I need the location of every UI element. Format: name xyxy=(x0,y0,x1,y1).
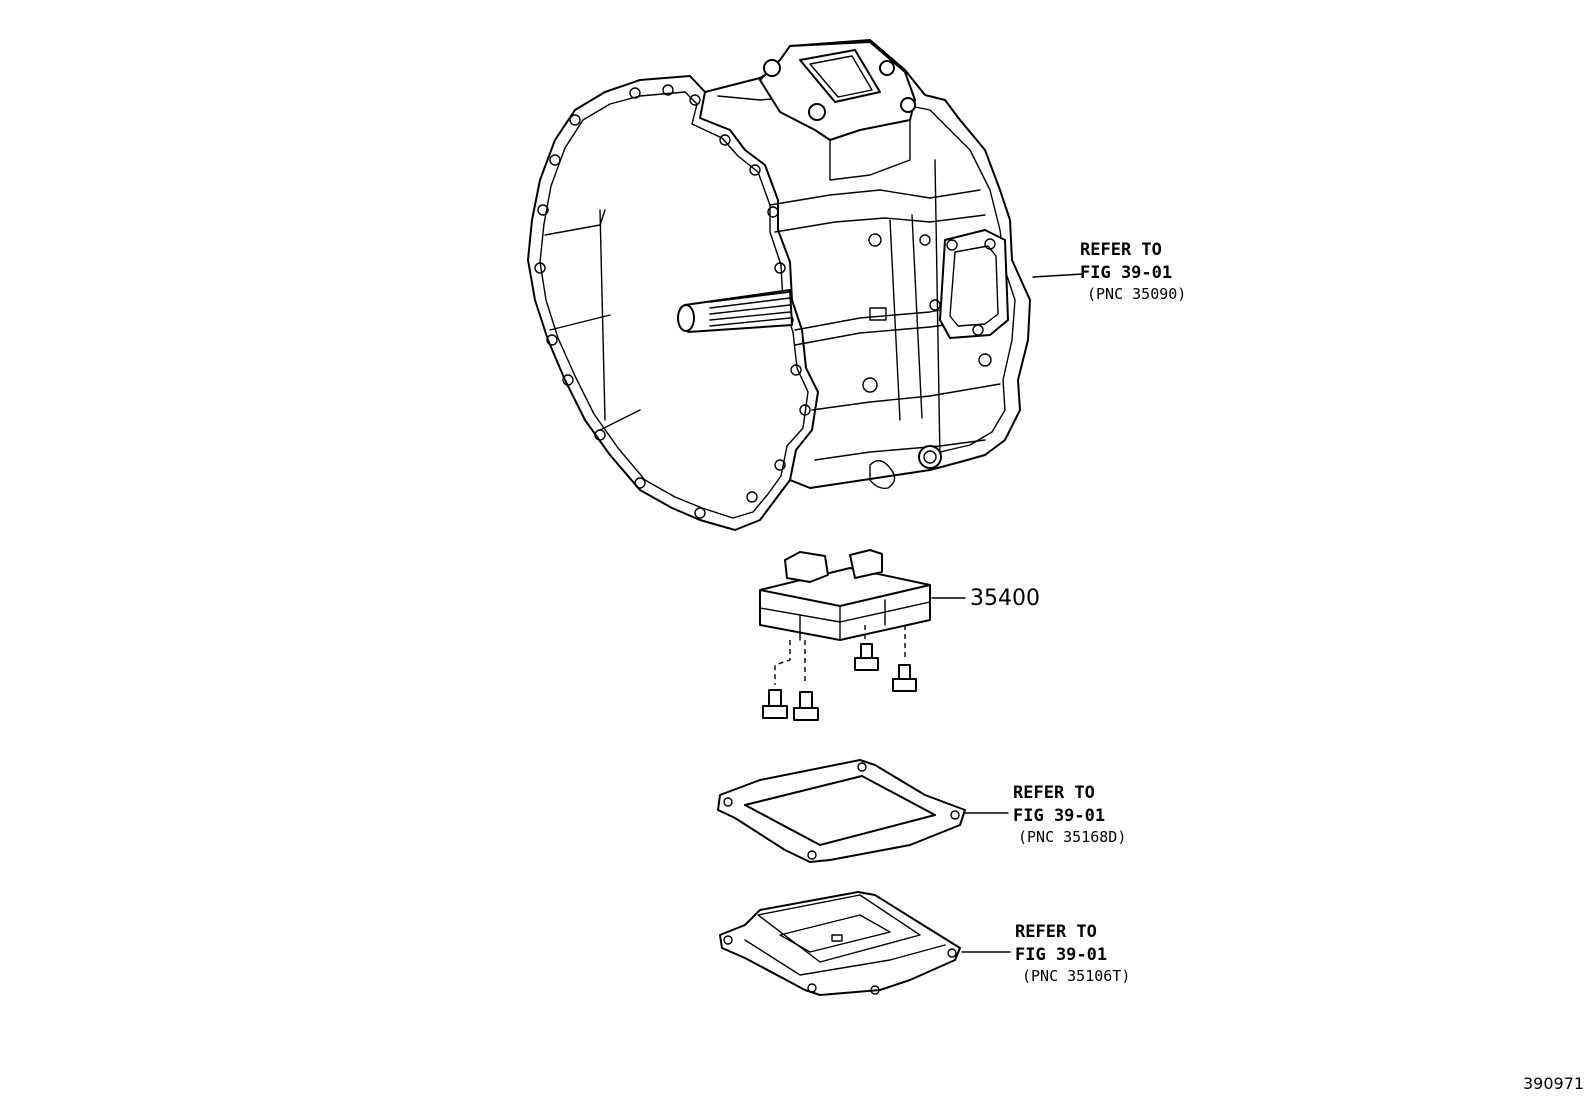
callout-line1: REFER TO xyxy=(1013,783,1095,803)
oil-pan xyxy=(719,891,961,996)
bolt-icon xyxy=(854,643,879,671)
bolt-icon xyxy=(793,691,819,721)
callout-line2: FIG 39-01 xyxy=(1015,945,1107,965)
gasket xyxy=(717,759,966,863)
leader-line-case xyxy=(1032,273,1084,278)
transmission-case xyxy=(527,39,1031,531)
callout-line1: REFER TO xyxy=(1015,922,1097,942)
callout-line2: FIG 39-01 xyxy=(1013,806,1105,826)
callout-pnc: (PNC 35090) xyxy=(1087,285,1186,303)
side-cover xyxy=(939,229,1009,339)
input-shaft xyxy=(677,289,793,333)
bolt-icon xyxy=(892,664,917,692)
shift-tower xyxy=(759,41,916,181)
callout-line1: REFER TO xyxy=(1080,240,1162,260)
callout-pnc: (PNC 35168D) xyxy=(1018,828,1126,846)
callout-case: REFER TO FIG 39-01 (PNC 35090) xyxy=(1080,240,1186,303)
callout-line2: FIG 39-01 xyxy=(1080,263,1172,283)
bolt-icon xyxy=(762,689,788,719)
part-35400 xyxy=(759,549,931,641)
part-number-label: 35400 xyxy=(970,586,1040,611)
callout-pnc: (PNC 35106T) xyxy=(1022,967,1130,985)
mounting-bolts xyxy=(762,625,917,721)
callout-gasket: REFER TO FIG 39-01 (PNC 35168D) xyxy=(1013,783,1126,846)
callout-oil-pan: REFER TO FIG 39-01 (PNC 35106T) xyxy=(1015,922,1130,985)
figure-id: 390971 xyxy=(1523,1074,1584,1093)
